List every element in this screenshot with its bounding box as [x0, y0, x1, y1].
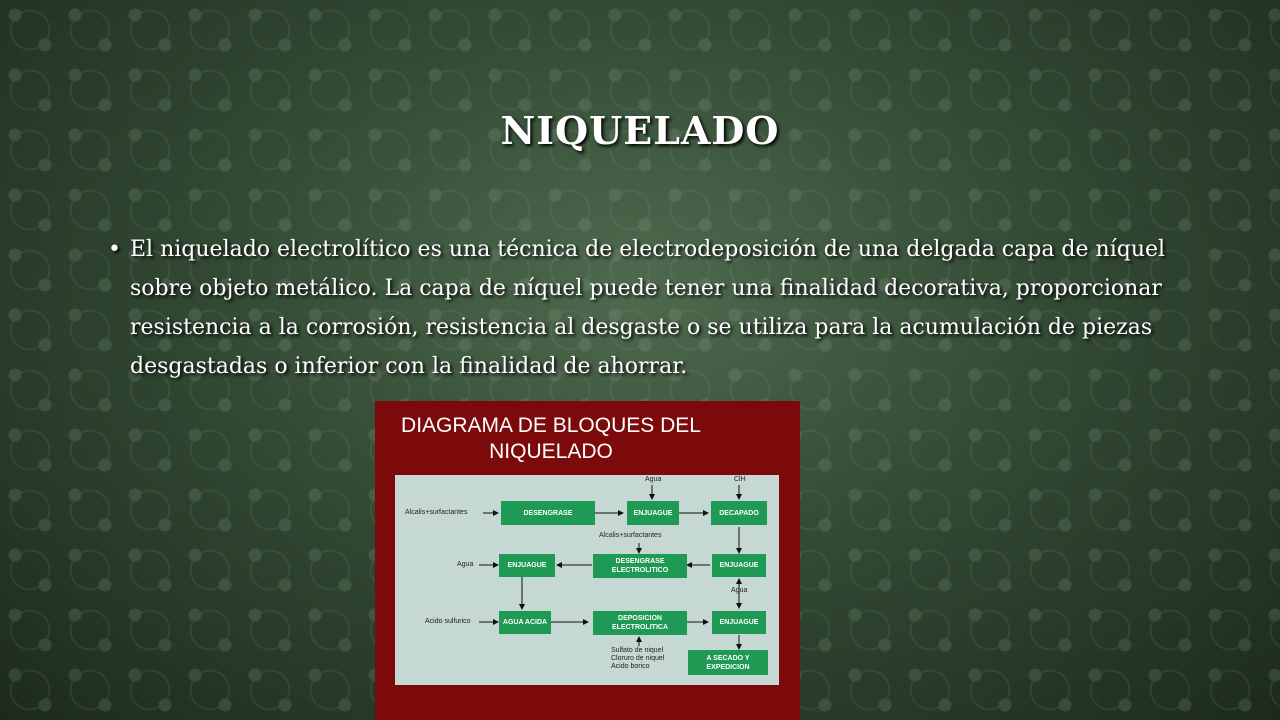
bullet-text: El niquelado electrolítico es una técnic… — [130, 237, 1166, 379]
bullet-paragraph: • El niquelado electrolítico es una técn… — [108, 230, 1188, 386]
label-agua-right: Agua — [731, 587, 748, 594]
box-enjuague-1: ENJUAGUE — [627, 501, 679, 525]
box-enjuague-2: ENJUAGUE — [712, 554, 766, 577]
label-alcalis-2: Alcalis+surfactantes — [599, 532, 662, 539]
label-clh: ClH — [734, 476, 746, 483]
label-sales: Sulfato de niquel Cloruro de niquel Acid… — [611, 647, 665, 670]
box-enjuague-4: ENJUAGUE — [712, 611, 766, 634]
block-diagram: DESENGRASE ENJUAGUE DECAPADO ENJUAGUE DE… — [395, 475, 779, 685]
box-enjuague-3: ENJUAGUE — [499, 554, 555, 577]
diagram-panel: DIAGRAMA DE BLOQUES DEL NIQUELADO — [375, 401, 800, 720]
box-desengrase-electrolitico: DESENGRASE ELECTROLITICO — [593, 554, 687, 578]
label-agua-top: Agua — [645, 476, 662, 483]
label-acido-sulfurico: Acido sulfurico — [425, 618, 471, 625]
box-agua-acida: AGUA ACIDA — [499, 611, 551, 634]
slide-title: NIQUELADO — [500, 108, 780, 153]
label-alcalis-1: Alcalis+surfactantes — [405, 509, 468, 516]
box-desengrase: DESENGRASE — [501, 501, 595, 525]
diagram-arrows — [479, 485, 742, 650]
box-decapado: DECAPADO — [711, 501, 767, 525]
diagram-title: DIAGRAMA DE BLOQUES DEL NIQUELADO — [401, 414, 701, 463]
label-agua-left: Agua — [457, 561, 474, 568]
box-secado-expedicion: A SECADO Y EXPEDICION — [688, 650, 768, 675]
box-deposicion-electrolitica: DEPOSICION ELECTROLITICA — [593, 611, 687, 635]
bullet-dot: • — [108, 237, 121, 262]
